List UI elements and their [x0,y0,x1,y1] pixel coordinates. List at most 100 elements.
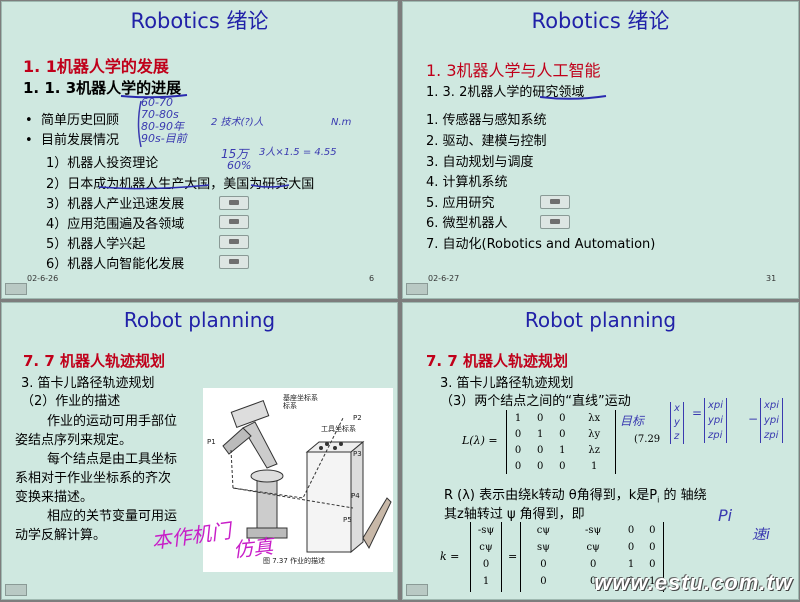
figure-label: P3 [353,450,362,458]
matrix-cell: cψ [536,525,551,536]
list-item: 1. 传感器与感知系统 [426,113,547,128]
figure-label: 基座坐标系标系 [283,394,318,410]
matrix-cell: 0 [649,542,656,553]
list-item: 7. 自动化(Robotics and Automation) [426,237,656,252]
paragraph-line: 动学反解计算。 [15,528,107,543]
handwritten-note: Pi [718,506,733,525]
bullet-item: • 简单历史回顾 [25,113,119,128]
list-item: 6）机器人向智能化发展 [46,257,185,272]
bracket-ink [137,100,142,148]
matrix-cell: 0 [559,412,566,424]
figure-label: P4 [351,492,360,500]
slide-subheading: 1. 1. 3机器人学的进展 [23,79,182,97]
matrix-cell: 0 [514,428,522,440]
figure-label: 工具坐标系 [321,425,356,433]
matrix-cell: 0 [536,460,544,472]
list-item: 5. 应用研究 [426,196,495,211]
equation-number: (7.29 [634,434,661,445]
slide-title: Robot planning [524,308,677,332]
list-item: 5）机器人学兴起 [46,237,146,252]
slide-title: Robotics 绪论 [531,9,670,33]
list-item: 2. 驱动、建模与控制 [426,134,547,149]
matrix-cell: 0 [536,444,544,456]
slide-nav-icon[interactable] [5,584,27,596]
matrix-cell: 1 [536,428,544,440]
underline-ink [98,184,290,190]
slide-number: 6 [369,274,375,283]
matrix-cell: 1 [649,576,656,587]
action-button[interactable] [219,255,249,269]
slide-date: 02-6-27 [428,274,460,283]
slide-subheading: 3. 笛卡儿路径轨迹规划 [440,376,574,391]
matrix-cell: λy [588,428,601,440]
paragraph-line: 姿结点序列来规定。 [15,433,133,448]
list-item: 6. 微型机器人 [426,216,508,231]
matrix-cell: 0 [559,428,566,440]
slide-1[interactable]: Robotics 绪论 1. 1机器人学的发展 1. 1. 3机器人学的进展 •… [1,1,398,299]
matrix-cell: 0 [536,412,544,424]
list-item: 3）机器人产业迅速发展 [46,197,185,212]
slide-4[interactable]: Robot planning 7. 7 机器人轨迹规划 3. 笛卡儿路径轨迹规划… [402,302,799,600]
equation-label: L(λ) = [462,434,498,447]
paragraph-line: 相应的关节变量可用运 [47,509,178,524]
matrix-cell: cψ [479,542,493,553]
paragraph-line: 每个结点是由工具坐标 [47,452,178,467]
slide-title: Robot planning [123,308,276,332]
matrix-cell: -sψ [477,525,495,536]
robot-diagram-icon [222,400,392,554]
handwritten-note: 仿真 [232,533,275,563]
paragraph-line: 系相对于作业坐标系的齐次 [15,471,172,486]
handwritten-note: 15万 [221,147,249,161]
watermark: www.estu.com.tw [594,570,793,595]
matrix-cell: -sψ [584,525,602,536]
handwritten-note: 目标 [620,414,645,428]
action-button[interactable] [219,215,249,229]
slide-subheading: 3. 笛卡儿路径轨迹规划 [21,376,155,391]
matrix-cell: 0 [627,576,635,587]
list-item: 4. 计算机系统 [426,175,508,190]
figure-caption: 图 7.37 作业的描述 [263,557,326,565]
matrix-cell: 0 [649,525,656,536]
action-button[interactable] [219,196,249,210]
matrix-cell: 0 [627,525,635,536]
matrix-cell: λx [588,412,601,424]
slide-nav-icon[interactable] [5,283,27,295]
section-label: （2）作业的描述 [21,394,121,409]
list-item: 3. 自动规划与调度 [426,155,534,170]
slide-2[interactable]: Robotics 绪论 1. 3机器人学与人工智能 1. 3. 2机器人学的研究… [402,1,799,299]
slide-number: 31 [766,274,777,283]
list-item: 1）机器人投资理论 [46,156,159,171]
action-button[interactable] [219,235,249,249]
slide-nav-icon[interactable] [406,584,428,596]
handwritten-note: 速i [752,527,770,543]
slide-3[interactable]: Robot planning 7. 7 机器人轨迹规划 3. 笛卡儿路径轨迹规划… [1,302,398,600]
equation-label: k = [440,550,460,563]
slide-subheading: 1. 3. 2机器人学的研究领域 [426,85,585,100]
paragraph-line: 变换来描述。 [15,490,94,505]
list-item: 4）应用范围遍及各领域 [46,217,185,232]
action-button[interactable] [540,215,570,229]
section-label: （3）两个结点之间的“直线”运动 [440,394,631,409]
matrix-cell: λz [588,444,600,456]
matrix-cell: 0 [540,559,547,570]
matrix-cell: 1 [559,444,566,456]
matrix-cell: 1 [514,412,522,424]
handwritten-note: 2 技术(?)人 [211,117,264,128]
handwritten-note: N.m [331,117,352,128]
robot-figure: 基座坐标系标系 工具坐标系 P1 P2 P3 P4 P5 图 7.37 作业的描… [203,388,393,572]
figure-label: P5 [343,516,352,524]
matrix-cell: 1 [627,559,635,570]
text-line: R (λ) 表示由绕k转动 θ角得到，k是Pi 的 轴绕 [444,488,707,505]
figure-label: P2 [353,414,362,422]
slide-title: Robotics 绪论 [130,9,269,33]
action-button[interactable] [540,195,570,209]
matrix-cell: 0 [514,460,522,472]
matrix-cell: 1 [482,576,490,587]
slide-nav-icon[interactable] [406,283,428,295]
matrix-cell: 0 [482,559,490,570]
